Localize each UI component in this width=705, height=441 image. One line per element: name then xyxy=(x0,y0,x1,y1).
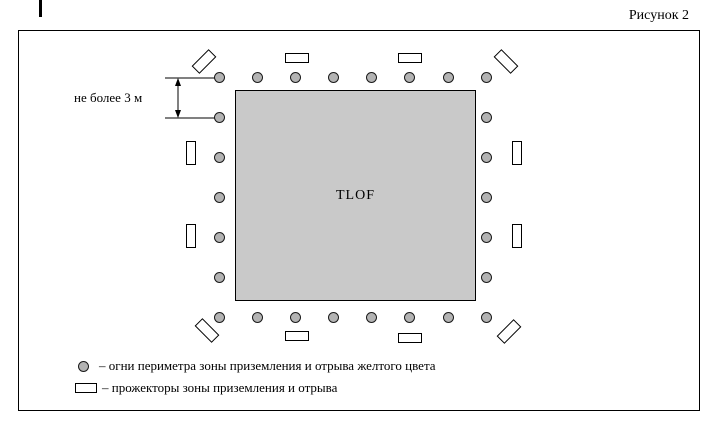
perimeter-light xyxy=(290,312,301,323)
dimension-label: не более 3 м xyxy=(74,90,143,105)
perimeter-light xyxy=(443,312,454,323)
floodlight xyxy=(512,224,522,248)
perimeter-light xyxy=(214,72,225,83)
tlof-area: TLOF xyxy=(235,90,476,301)
perimeter-light xyxy=(443,72,454,83)
tlof-label: TLOF xyxy=(336,187,375,203)
perimeter-light xyxy=(404,72,415,83)
floodlight xyxy=(512,141,522,165)
perimeter-light xyxy=(404,312,415,323)
legend-item: – огни периметра зоны приземления и отры… xyxy=(78,358,436,374)
floodlight-symbol xyxy=(75,383,97,393)
perimeter-light xyxy=(214,152,225,163)
perimeter-light xyxy=(481,72,492,83)
floodlight xyxy=(398,53,422,63)
perimeter-light xyxy=(214,192,225,203)
figure-caption: Рисунок 2 xyxy=(628,8,689,23)
legend-label: – огни периметра зоны приземления и отры… xyxy=(99,358,436,373)
perimeter-light xyxy=(328,72,339,83)
perimeter-light-symbol xyxy=(78,360,89,372)
perimeter-light xyxy=(214,312,225,323)
dimension-arrow xyxy=(165,77,216,119)
perimeter-light xyxy=(366,72,377,83)
cursor-mark xyxy=(39,0,42,17)
legend-item: – прожекторы зоны приземления и отрыва xyxy=(75,380,436,396)
perimeter-light xyxy=(366,312,377,323)
floodlight xyxy=(186,141,196,165)
perimeter-light xyxy=(252,72,263,83)
floodlight xyxy=(285,53,309,63)
legend: – огни периметра зоны приземления и отры… xyxy=(75,358,436,396)
perimeter-light xyxy=(481,192,492,203)
perimeter-light xyxy=(481,312,492,323)
perimeter-light xyxy=(214,232,225,243)
perimeter-light xyxy=(290,72,301,83)
legend-label: – прожекторы зоны приземления и отрыва xyxy=(102,380,338,395)
perimeter-light xyxy=(214,112,225,123)
perimeter-light xyxy=(214,272,225,283)
floodlight xyxy=(285,331,309,341)
perimeter-light xyxy=(328,312,339,323)
perimeter-light xyxy=(481,232,492,243)
floodlight xyxy=(186,224,196,248)
floodlight xyxy=(398,333,422,343)
perimeter-light xyxy=(481,112,492,123)
perimeter-light xyxy=(481,152,492,163)
perimeter-light xyxy=(252,312,263,323)
perimeter-light xyxy=(481,272,492,283)
